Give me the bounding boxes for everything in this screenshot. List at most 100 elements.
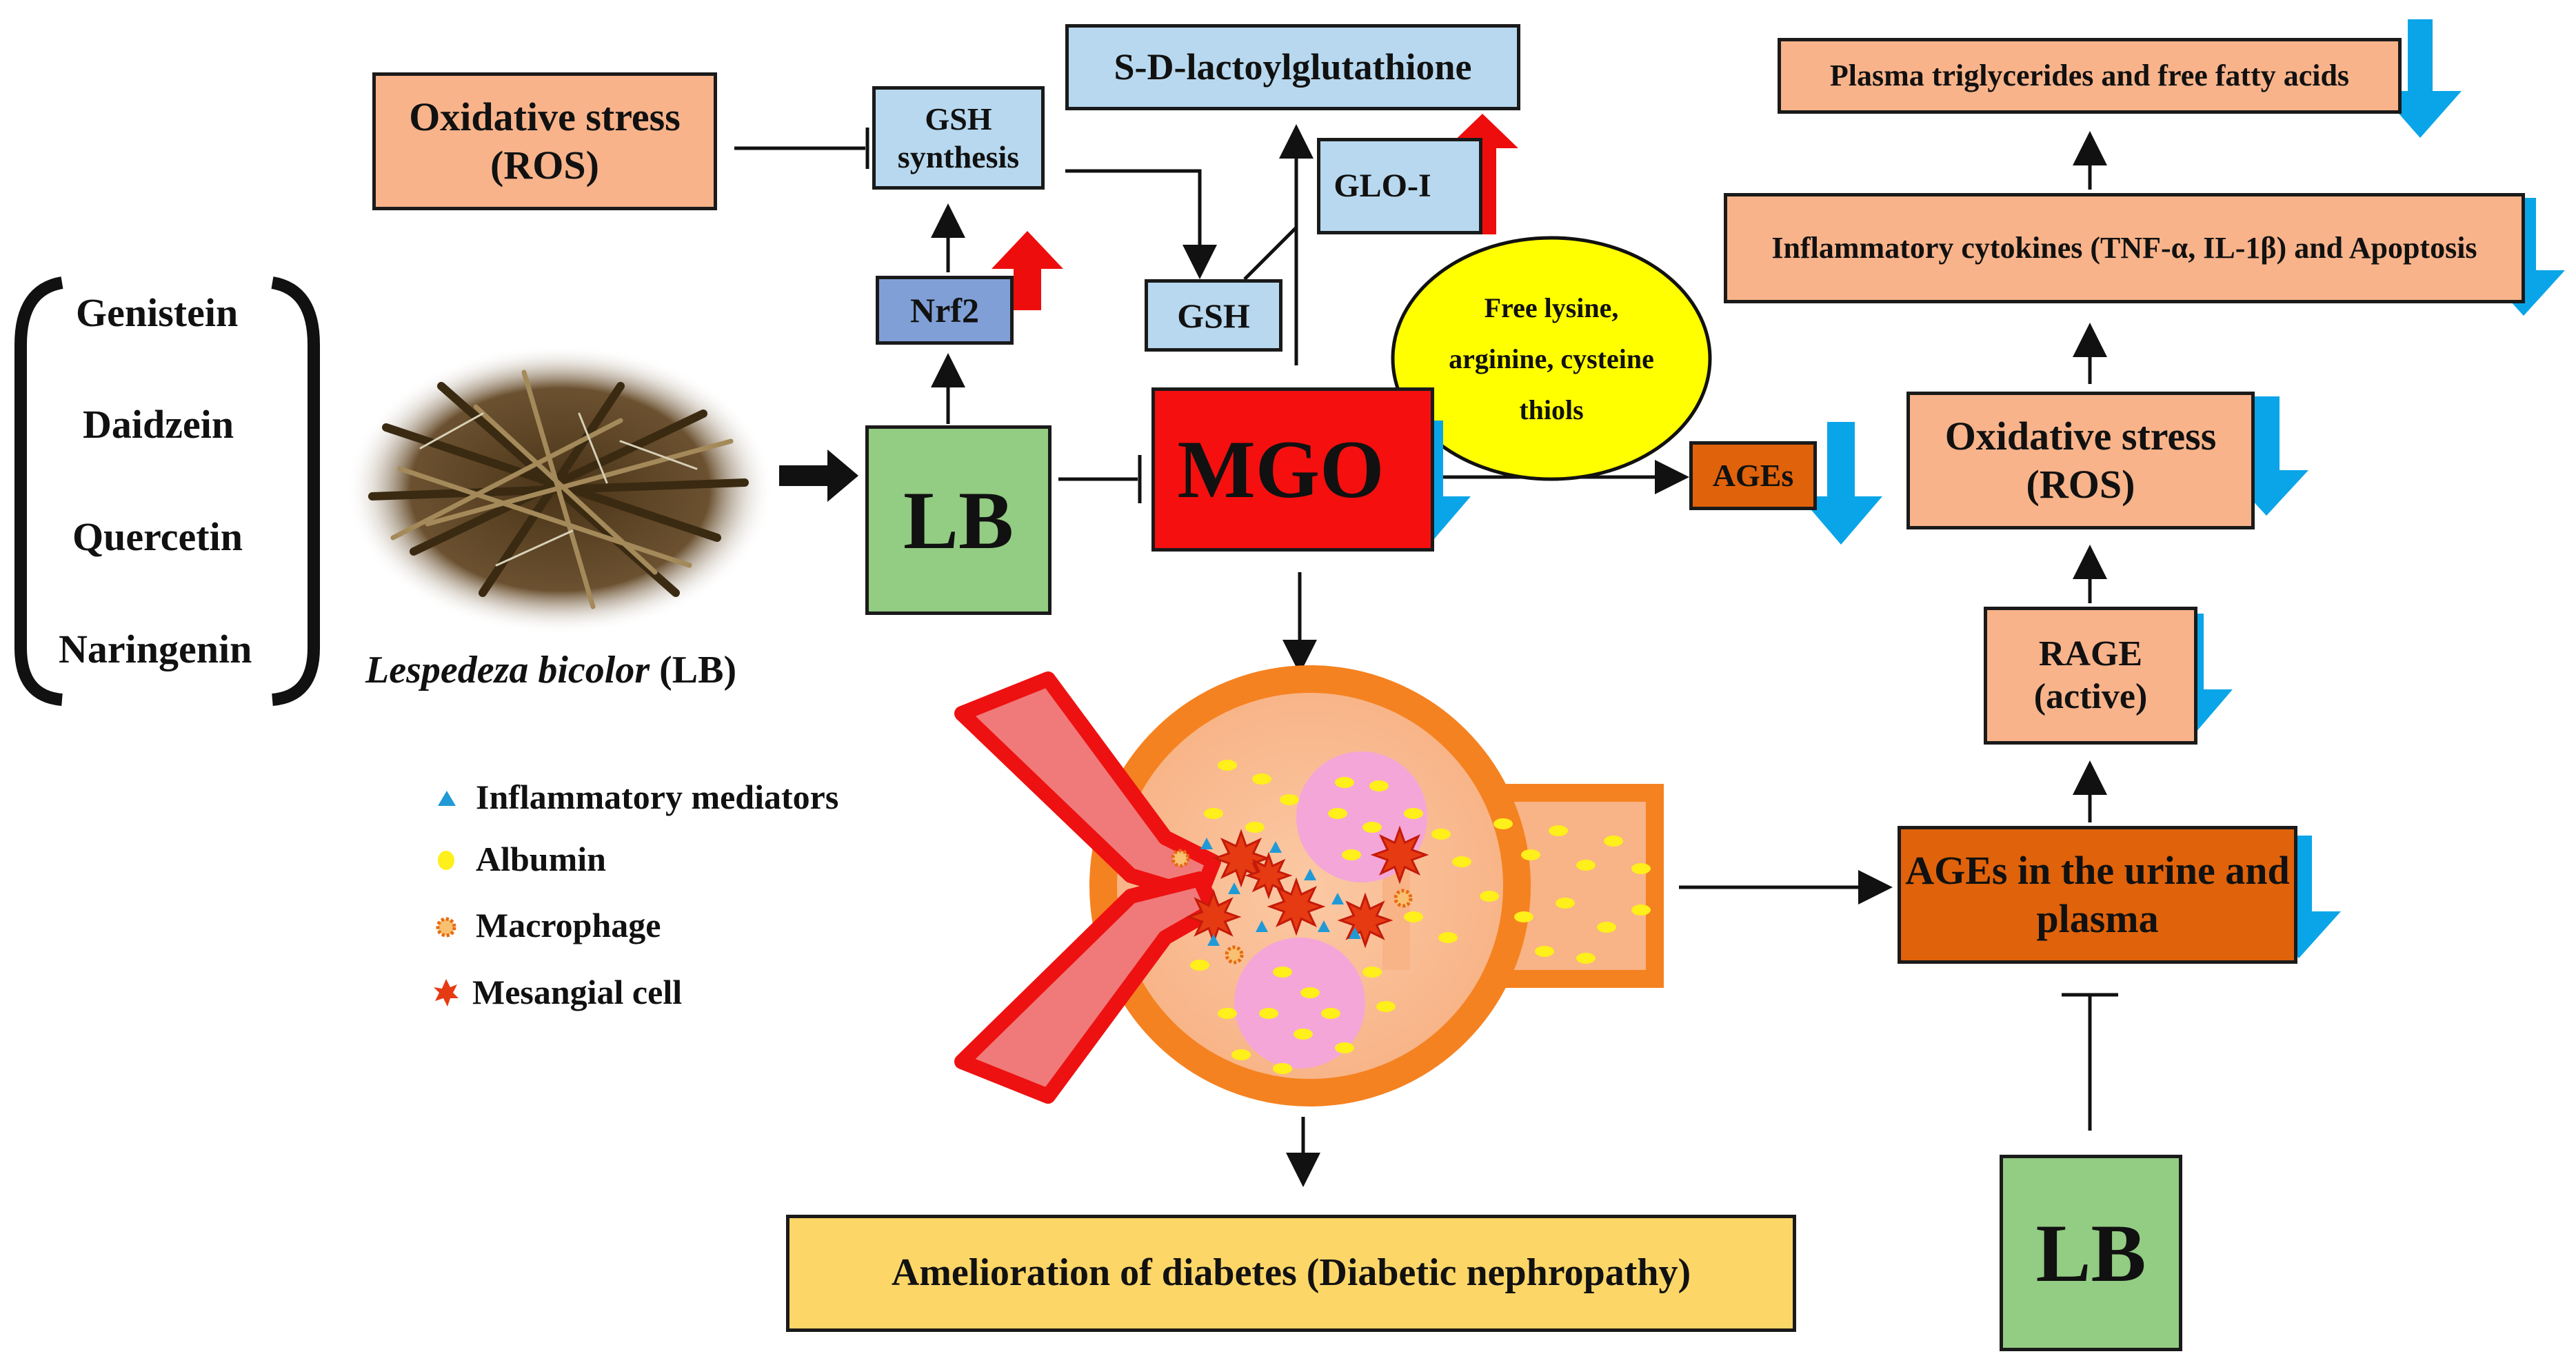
albumin-dot [1273, 1063, 1292, 1074]
ages-label: AGEs [1712, 458, 1794, 494]
inflammatory-cytokines-box: Inflammatory cytokines (TNF-α, IL-1β) an… [1724, 193, 2525, 303]
albumin-dot [1514, 911, 1533, 922]
albumin-dot [1521, 849, 1540, 860]
s-d-lactoylglutathione-label: S-D-lactoylglutathione [1114, 46, 1472, 88]
albumin-dot [1252, 774, 1271, 785]
albumin-dot [1480, 891, 1499, 902]
inflammatory-mediator [1318, 920, 1330, 932]
legend-mesangial-icon [434, 979, 459, 1007]
albumin-dot [1376, 1001, 1396, 1012]
mesangial-cell [1245, 851, 1293, 900]
mesangial-cell [1337, 892, 1393, 949]
plant-caption: Lespedeza bicolor (LB) [365, 648, 736, 692]
mgo-box: MGO [1151, 387, 1434, 552]
inflammatory-mediator [1269, 841, 1282, 853]
albumin-dot [1604, 836, 1623, 847]
legend-macrophage-label: Macrophage [476, 906, 661, 944]
legend-mesangial-label: Mesangial cell [472, 973, 683, 1011]
left-bracket [14, 276, 63, 706]
albumin-dot [1576, 953, 1596, 964]
legend-inflammatory-label: Inflammatory mediators [476, 778, 839, 816]
albumin-dot [1321, 1008, 1340, 1019]
albumin-dot [1576, 860, 1596, 871]
albumin-dot [1280, 794, 1299, 805]
inflammatory-mediator [1228, 882, 1240, 894]
albumin-dot [1218, 1008, 1237, 1019]
ages-box: AGEs [1689, 441, 1817, 510]
amelioration-box: Amelioration of diabetes (Diabetic nephr… [786, 1215, 1796, 1332]
ages-down-arrow [1800, 422, 1882, 545]
amelioration-label: Amelioration of diabetes (Diabetic nephr… [891, 1251, 1691, 1295]
oxidative-stress-right-box: Oxidative stress (ROS) [1906, 392, 2255, 529]
macrophage [1393, 889, 1413, 908]
inflammatory-mediator [1304, 869, 1316, 880]
gsh-box: GSH [1145, 279, 1282, 352]
gsh-label: GSH [1177, 296, 1250, 335]
albumin-dot [1452, 856, 1471, 867]
free-amino-acids-text: Free lysine, arginine, cysteine thiols [1449, 292, 1654, 425]
albumin-dot [1631, 863, 1651, 874]
albumin-dot [1273, 967, 1292, 978]
glomerulus-illustration [954, 665, 1664, 1106]
plasma-tg-label: Plasma triglycerides and free fatty acid… [1829, 58, 2350, 92]
ages-urine-box: AGEs in the urine and plasma [1898, 826, 2297, 964]
albumin-dot [1259, 1008, 1278, 1019]
gsh-synthesis-label: GSH synthesis [897, 101, 1020, 174]
inflammatory-mediator [1349, 927, 1361, 939]
photo-to-lb-arrow [779, 449, 858, 502]
gsh-synthesis-box: GSH synthesis [872, 86, 1045, 190]
inflammatory-cytokines-label: Inflammatory cytokines (TNF-α, IL-1β) an… [1771, 230, 2477, 265]
nrf2-box: Nrf2 [876, 276, 1014, 345]
albumin-dot [1369, 780, 1389, 791]
albumin-dot [1404, 808, 1423, 819]
albumin-dot [1556, 898, 1575, 909]
albumin-dot [1231, 1049, 1251, 1060]
legend-macrophage-icon [436, 917, 456, 938]
ages-urine-label: AGEs in the urine and plasma [1905, 848, 2290, 941]
albumin-dot [1218, 760, 1237, 771]
rage-label: RAGE (active) [2033, 634, 2148, 716]
compound-daidzein: Daidzein [83, 402, 234, 447]
glo-i-label: GLO-I [1334, 168, 1431, 205]
albumin-dot [1438, 932, 1458, 943]
s-d-lactoylglutathione-box: S-D-lactoylglutathione [1065, 24, 1520, 110]
oxidative-stress-right-label: Oxidative stress (ROS) [1944, 414, 2217, 507]
albumin-dot [1431, 829, 1451, 840]
compound-genistein: Genistein [76, 290, 239, 335]
oxidative-stress-left-box: Oxidative stress (ROS) [372, 72, 717, 210]
albumin-dot [1535, 946, 1554, 957]
mesangial-cell [1267, 877, 1326, 936]
inflammatory-mediator [1200, 838, 1213, 849]
albumin-dot [1190, 960, 1209, 971]
albumin-dot [1597, 922, 1616, 933]
albumin-dot [1342, 849, 1361, 860]
lb-right-box: LB [2000, 1155, 2182, 1351]
macrophage [1171, 849, 1190, 868]
oxidative-stress-left-label: Oxidative stress (ROS) [409, 94, 681, 188]
plant-abbrev: (LB) [659, 649, 737, 691]
albumin-dot [1245, 822, 1265, 833]
albumin-dot [1549, 825, 1568, 836]
compound-quercetin: Quercetin [72, 514, 243, 559]
plasma-tg-box: Plasma triglycerides and free fatty acid… [1778, 38, 2402, 114]
legend-triangle-icon [438, 791, 456, 806]
lespedeza-photo [346, 345, 774, 634]
albumin-dot [1362, 822, 1382, 833]
rage-box: RAGE (active) [1984, 607, 2197, 745]
lb-center-box: LB [865, 425, 1051, 615]
mesangial-cell [1211, 829, 1271, 888]
legend-albumin-label: Albumin [476, 840, 606, 878]
mesangial-cell [1370, 825, 1429, 884]
macrophage [1225, 945, 1244, 964]
mgo-label: MGO [1177, 423, 1385, 515]
free-amino-acids-ellipse [1391, 236, 1712, 481]
albumin-dot [1335, 777, 1354, 788]
glo-i-box: GLO-I [1317, 138, 1482, 234]
albumin-dot [1294, 1029, 1313, 1040]
albumin-dot [1335, 1042, 1354, 1053]
inflammatory-mediator [1207, 934, 1220, 946]
nrf2-up-arrow [992, 231, 1063, 310]
inflammatory-mediator [1256, 920, 1268, 932]
lb-center-label: LB [903, 474, 1014, 566]
albumin-dot [1631, 904, 1651, 916]
